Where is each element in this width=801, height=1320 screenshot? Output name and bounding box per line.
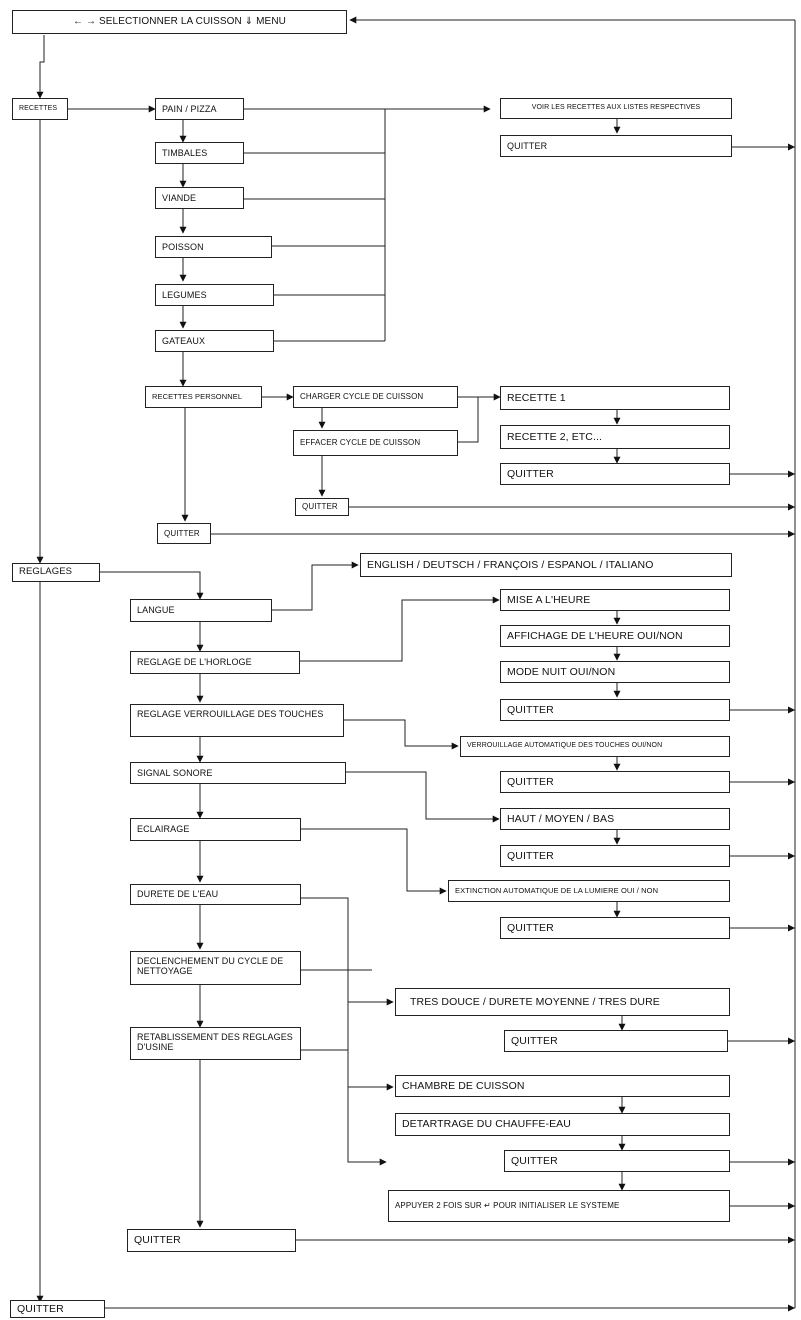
menu-to-recettes-line	[36, 35, 45, 99]
timbales-box: TIMBALES	[155, 142, 244, 164]
quitter-box-5: QUITTER	[500, 699, 730, 721]
voir-recettes-box: VOIR LES RECETTES AUX LISTES RESPECTIVES	[500, 98, 732, 119]
pain-pizza-box: PAIN / PIZZA	[155, 98, 244, 120]
viande-box: VIANDE	[155, 187, 244, 209]
recettes-personnel-box: RECETTES PERSONNEL	[145, 386, 262, 408]
quitter-main-box: QUITTER	[10, 1300, 105, 1318]
menu-header-box: ← → SELECTIONNER LA CUISSON ⇓ MENU	[12, 10, 347, 34]
verrouillage-auto-box: VERROUILLAGE AUTOMATIQUE DES TOUCHES OUI…	[460, 736, 730, 757]
eclairage-box: ECLAIRAGE	[130, 818, 301, 841]
legumes-box: LEGUMES	[155, 284, 274, 306]
appuyer-box: APPUYER 2 FOIS SUR ↵ POUR INITIALISER LE…	[388, 1190, 730, 1222]
durete-eau-box: DURETE DE L'EAU	[130, 884, 301, 905]
quitter-box-4: QUITTER	[157, 523, 211, 544]
affichage-heure-box: AFFICHAGE DE L'HEURE OUI/NON	[500, 625, 730, 647]
quitter-box-8: QUITTER	[500, 917, 730, 939]
quitter-box-3: QUITTER	[295, 498, 349, 516]
reglages-box: REGLAGES	[12, 563, 100, 582]
retablissement-box: RETABLISSEMENT DES REGLAGES D'USINE	[130, 1027, 301, 1060]
quitter-box-6: QUITTER	[500, 771, 730, 793]
mode-nuit-box: MODE NUIT OUI/NON	[500, 661, 730, 683]
return-arrowheads	[788, 143, 795, 1312]
reglage-horloge-box: REGLAGE DE L'HORLOGE	[130, 651, 300, 674]
recette-1-box: RECETTE 1	[500, 386, 730, 410]
langue-box: LANGUE	[130, 599, 272, 622]
quitter-box-2: QUITTER	[500, 463, 730, 485]
quitter-box-10: QUITTER	[504, 1150, 730, 1172]
quitter-box-1: QUITTER	[500, 135, 732, 157]
quitter-box-7: QUITTER	[500, 845, 730, 867]
gateaux-box: GATEAUX	[155, 330, 274, 352]
recettes-box: RECETTES	[12, 98, 68, 120]
charger-cycle-box: CHARGER CYCLE DE CUISSON	[293, 386, 458, 408]
quitter-box-12: QUITTER	[127, 1229, 296, 1252]
haut-moyen-bas-box: HAUT / MOYEN / BAS	[500, 808, 730, 830]
quitter-box-9: QUITTER	[504, 1030, 728, 1052]
tres-douce-box: TRES DOUCE / DURETE MOYENNE / TRES DURE	[395, 988, 730, 1016]
detartrage-box: DETARTRAGE DU CHAUFFE-EAU	[395, 1113, 730, 1136]
extinction-box: EXTINCTION AUTOMATIQUE DE LA LUMIERE OUI…	[448, 880, 730, 902]
poisson-box: POISSON	[155, 236, 272, 258]
languages-box: ENGLISH / DEUTSCH / FRANÇOIS / ESPANOL /…	[360, 553, 732, 577]
recette-2-box: RECETTE 2, ETC...	[500, 425, 730, 449]
reglage-verrouillage-box: REGLAGE VERROUILLAGE DES TOUCHES	[130, 704, 344, 737]
declenchement-box: DECLENCHEMENT DU CYCLE DE NETTOYAGE	[130, 951, 301, 985]
mise-heure-box: MISE A L'HEURE	[500, 589, 730, 611]
effacer-cycle-box: EFFACER CYCLE DE CUISSON	[293, 430, 458, 456]
chambre-cuisson-box: CHAMBRE DE CUISSON	[395, 1075, 730, 1097]
signal-sonore-box: SIGNAL SONORE	[130, 762, 346, 784]
